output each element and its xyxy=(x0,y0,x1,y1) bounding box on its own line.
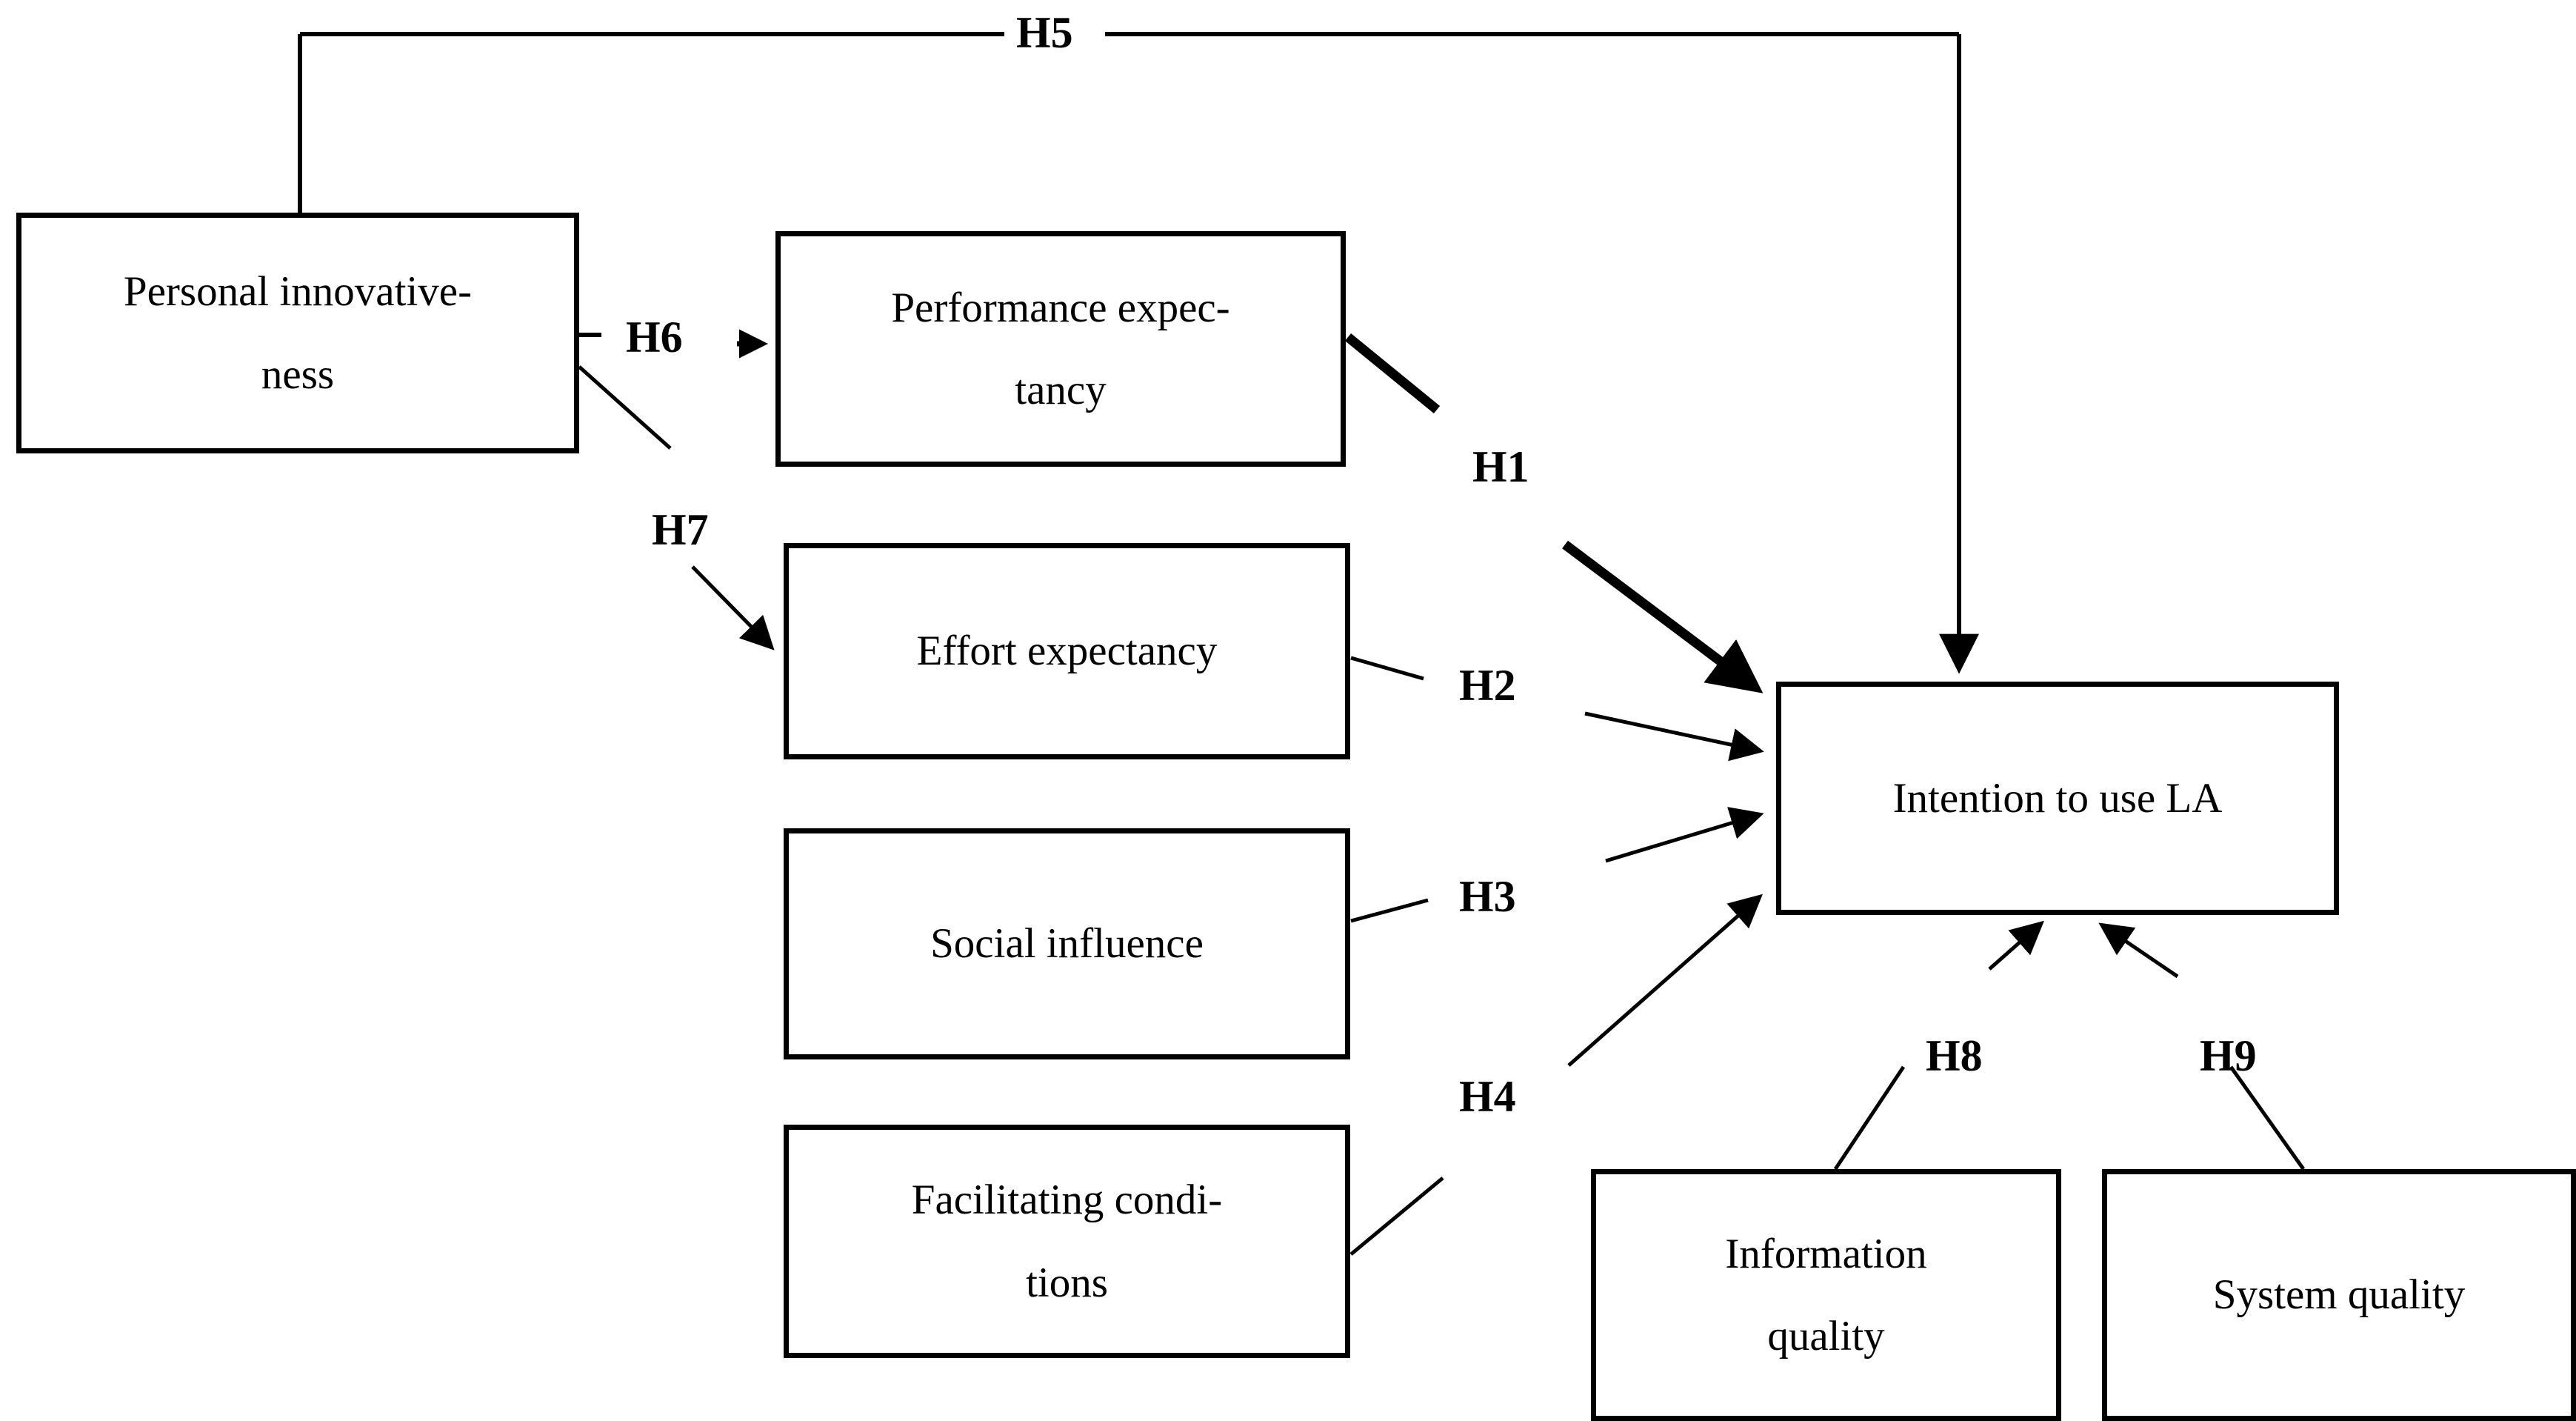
connector-h8 xyxy=(1833,920,2044,1171)
box-label-line: Intention to use LA xyxy=(1892,774,2223,822)
box-label-line: Social influence xyxy=(930,920,1204,968)
box-label-line: System quality xyxy=(2212,1271,2466,1319)
hypothesis-label-h8: H8 xyxy=(1926,1031,1983,1080)
box-label-line: Personal innovative- xyxy=(123,268,473,316)
box-intention-to-use-la[interactable]: Intention to use LA xyxy=(1776,682,2339,915)
hypothesis-label-h1: H1 xyxy=(1472,442,1529,491)
connector-h9 xyxy=(2098,922,2306,1171)
hypothesis-label-h2: H2 xyxy=(1459,661,1516,710)
connector-h4 xyxy=(1349,893,1763,1256)
box-personal-innovativeness[interactable]: Personal innovative- ness xyxy=(16,213,579,453)
box-performance-expectancy[interactable]: Performance expec- tancy xyxy=(775,231,1346,467)
connector-h2 xyxy=(1350,656,1764,762)
connector-h1 xyxy=(1344,333,1764,693)
hypothesis-label-h7: H7 xyxy=(652,505,709,554)
box-effort-expectancy[interactable]: Effort expectancy xyxy=(784,543,1350,759)
box-label-line: ness xyxy=(261,350,335,398)
box-label-line: quality xyxy=(1767,1313,1885,1360)
connector-h5 xyxy=(298,32,1979,674)
box-label-line: Information xyxy=(1725,1230,1927,1277)
connector-h3 xyxy=(1350,807,1764,923)
box-label-line: Effort expectancy xyxy=(916,628,1218,675)
box-label-line: Facilitating condi- xyxy=(911,1177,1223,1224)
hypothesis-label-h4: H4 xyxy=(1459,1072,1516,1121)
connector-h6 xyxy=(579,329,769,359)
hypothesis-label-h5: H5 xyxy=(1016,8,1073,57)
box-label-line: Performance expec- xyxy=(891,284,1230,331)
hypothesis-label-h9: H9 xyxy=(2200,1031,2257,1080)
connector-h7 xyxy=(578,365,775,650)
box-label-line: tions xyxy=(1026,1259,1108,1306)
box-facilitating-conditions[interactable]: Facilitating condi- tions xyxy=(784,1125,1350,1358)
box-label-line: tancy xyxy=(1015,367,1107,413)
hypothesis-label-h6: H6 xyxy=(626,313,683,362)
box-information-quality[interactable]: Information quality xyxy=(1591,1169,2061,1421)
box-social-influence[interactable]: Social influence xyxy=(784,828,1350,1059)
box-system-quality[interactable]: System quality xyxy=(2102,1169,2576,1421)
hypothesis-label-h3: H3 xyxy=(1459,872,1516,921)
